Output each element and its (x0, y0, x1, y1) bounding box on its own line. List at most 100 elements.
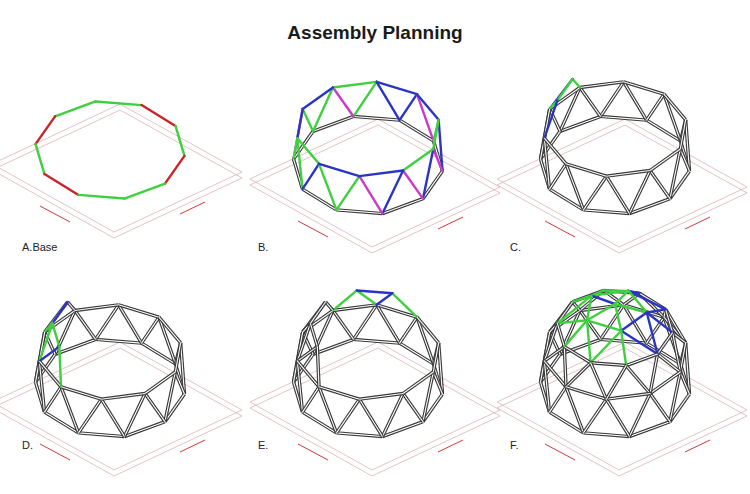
ground-plane (497, 342, 747, 470)
strut-highlight (601, 82, 624, 117)
placed-strut (417, 317, 439, 343)
strut-highlight (583, 433, 629, 437)
strut-highlight (650, 149, 680, 171)
placed-strut (606, 399, 629, 436)
new-strut (621, 331, 657, 354)
placed-strut (310, 302, 325, 323)
placed-strut (96, 339, 142, 343)
placed-strut (354, 305, 377, 340)
dimension-mark (545, 444, 575, 460)
placed-strut (664, 94, 681, 141)
placed-strut (175, 343, 180, 372)
placed-strut (400, 317, 417, 343)
placed-strut (557, 323, 564, 346)
placed-strut (297, 347, 317, 362)
placed-strut (658, 333, 673, 354)
strut-highlight (359, 394, 403, 400)
strut-highlight (145, 394, 165, 422)
strut-highlight (550, 302, 573, 332)
strut-highlight (175, 343, 180, 372)
new-strut (587, 304, 615, 320)
strut-highlight (319, 387, 359, 399)
new-strut (78, 195, 124, 199)
strut-highlight (544, 138, 566, 164)
ground-plane (0, 110, 242, 238)
dimension-mark (40, 206, 70, 222)
strut-highlight (354, 116, 400, 120)
placed-strut (664, 94, 686, 120)
placed-strut (124, 394, 145, 437)
new-strut (392, 293, 417, 317)
new-strut (591, 331, 622, 363)
placed-strut (319, 387, 336, 433)
placed-strut (303, 302, 326, 332)
dimension-mark (298, 444, 328, 460)
ground-plane (250, 119, 500, 247)
strut-highlight (96, 305, 119, 340)
placed-strut (75, 310, 96, 339)
placed-strut (142, 317, 159, 343)
placed-strut (96, 305, 119, 340)
placed-strut (650, 394, 670, 422)
new-strut (359, 176, 382, 213)
new-strut (621, 331, 626, 366)
new-strut (354, 82, 377, 117)
placed-strut (297, 361, 319, 387)
new-strut (403, 171, 423, 199)
new-strut (647, 309, 666, 312)
strut-highlight (583, 210, 629, 214)
ground-plane (0, 348, 242, 476)
new-strut (557, 79, 572, 100)
strut-highlight (606, 171, 650, 177)
strut-highlight (310, 323, 317, 346)
strut-highlight (310, 302, 325, 323)
strut-highlight (39, 361, 61, 387)
new-strut (433, 149, 442, 171)
strut-highlight (75, 305, 119, 311)
new-strut (302, 164, 319, 189)
placed-strut (658, 354, 681, 372)
strut-highlight (580, 82, 624, 88)
strut-highlight (601, 116, 647, 120)
new-strut (557, 296, 591, 324)
new-strut (52, 323, 59, 346)
new-strut (319, 164, 336, 210)
placed-strut (544, 138, 566, 164)
placed-strut (159, 317, 181, 343)
placed-strut (403, 372, 433, 394)
dimension-mark (40, 444, 70, 460)
placed-strut (566, 363, 591, 387)
strut-highlight (572, 290, 603, 302)
new-strut (176, 126, 185, 156)
strut-highlight (549, 387, 566, 412)
strut-highlight (606, 394, 650, 400)
new-strut (382, 171, 403, 214)
strut-highlight (433, 372, 442, 394)
strut-highlight (297, 361, 319, 387)
ground-plane (250, 342, 500, 470)
diagram-title: Assembly Planning (0, 22, 750, 44)
placed-strut (624, 82, 664, 94)
strut-highlight (680, 120, 685, 149)
placed-strut (626, 354, 657, 366)
strut-highlight (359, 399, 382, 436)
strut-highlight (624, 82, 664, 94)
placed-strut (544, 361, 566, 387)
placed-strut (650, 354, 657, 393)
new-strut (297, 138, 302, 189)
ground-plane (497, 348, 747, 476)
stage-label: B. (258, 241, 268, 253)
placed-strut (583, 176, 606, 210)
placed-strut (580, 87, 601, 116)
new-strut (377, 82, 417, 94)
dimension-mark (180, 202, 205, 214)
strut-highlight (606, 366, 626, 400)
assembly-stage (497, 79, 747, 253)
strut-highlight (629, 394, 650, 437)
placed-strut (302, 387, 319, 412)
strut-highlight (317, 347, 319, 387)
placed-strut (359, 399, 382, 436)
new-strut (587, 320, 591, 362)
ground-plane (250, 125, 500, 253)
